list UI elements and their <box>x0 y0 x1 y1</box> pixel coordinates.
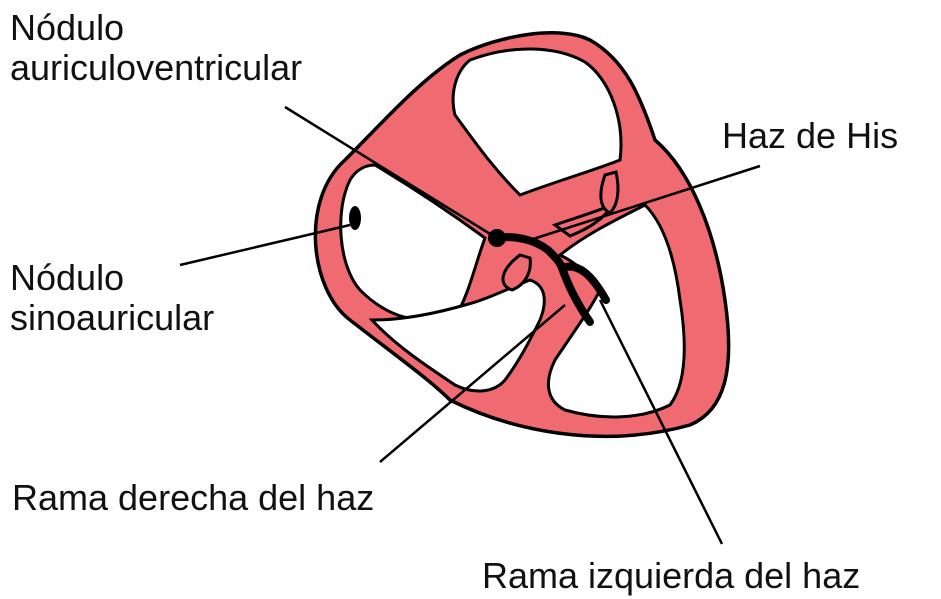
valve-leaflet-tip <box>601 172 618 213</box>
label-right-branch: Rama derecha del haz <box>12 478 374 518</box>
sinoatrial-node <box>349 206 361 230</box>
label-av-node: Nódulo auriculoventricular <box>10 8 302 88</box>
label-sa-node-line2: sinoauricular <box>10 298 214 338</box>
label-av-node-line2: auriculoventricular <box>10 48 302 88</box>
label-sa-node: Nódulo sinoauricular <box>10 258 214 338</box>
label-left-branch: Rama izquierda del haz <box>482 556 860 596</box>
label-sa-node-line1: Nódulo <box>10 258 214 298</box>
label-bundle-his: Haz de His <box>722 116 898 156</box>
label-av-node-line1: Nódulo <box>10 8 302 48</box>
